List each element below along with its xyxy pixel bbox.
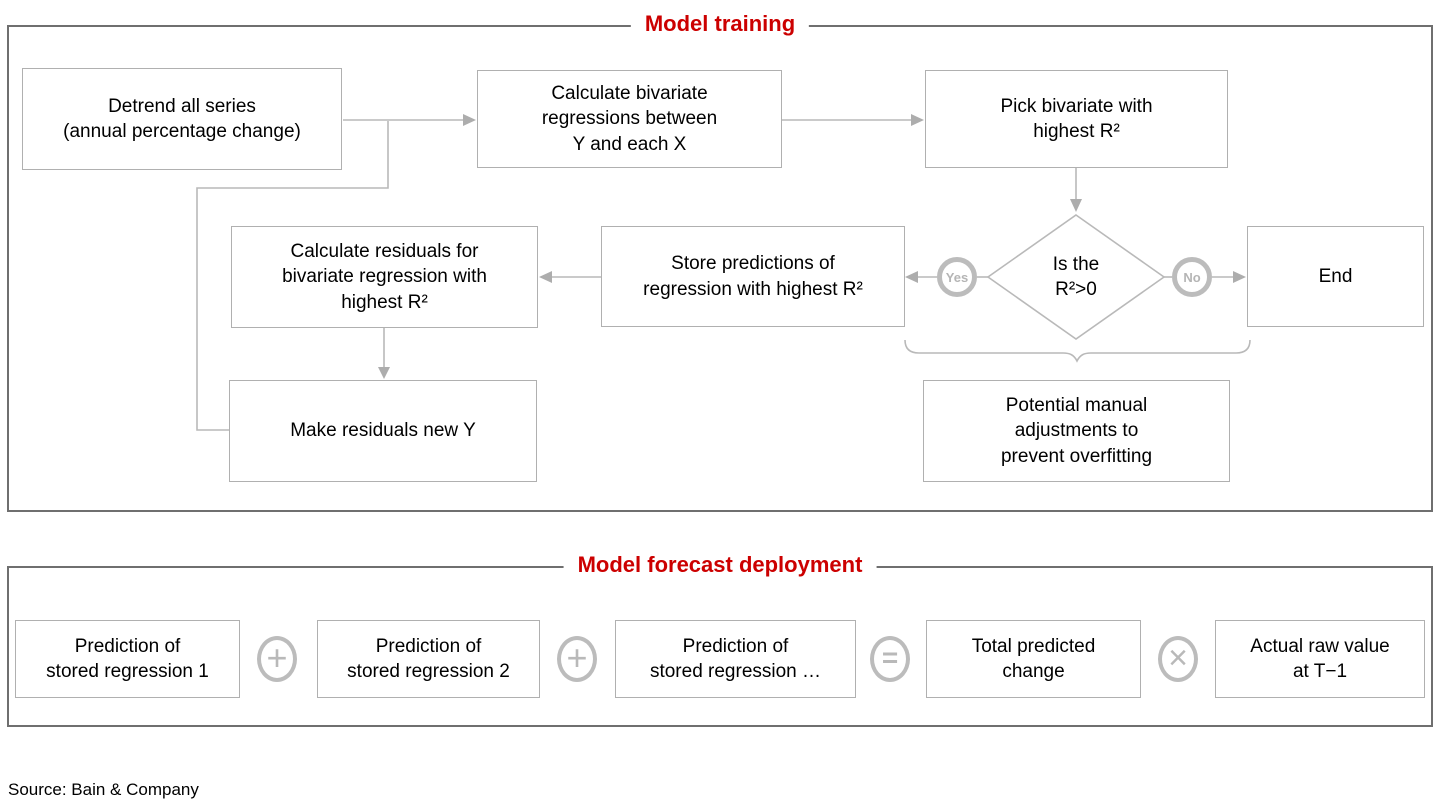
arrowhead-right-icon <box>463 114 476 126</box>
equals-icon: = <box>870 636 910 682</box>
node-actual-raw-value-label: Actual raw value at T−1 <box>1250 635 1390 682</box>
no-badge: No <box>1172 257 1212 297</box>
loop-back-line <box>196 121 389 431</box>
node-store-predictions-label: Store predictions of regression with hig… <box>643 253 863 300</box>
decision-diamond-label: Is the R²>0 <box>1052 253 1100 300</box>
connectors <box>196 119 1251 431</box>
multiply-icon-glyph: × <box>1168 638 1188 677</box>
arrowhead-right-icon <box>1233 271 1246 283</box>
node-prediction-1-label: Prediction of stored regression 1 <box>46 635 209 682</box>
curly-brace <box>904 339 1251 363</box>
node-prediction-2: Prediction of stored regression 2 <box>317 620 540 698</box>
plus-icon: + <box>557 636 597 682</box>
node-pick-bivariate: Pick bivariate with highest R² <box>925 70 1228 168</box>
node-calc-bivariate-label: Calculate bivariate regressions between … <box>541 83 718 155</box>
node-calc-bivariate: Calculate bivariate regressions between … <box>477 70 782 168</box>
node-manual-adjustments-label: Potential manual adjustments to prevent … <box>1000 395 1153 467</box>
node-total-predicted-change: Total predicted change <box>926 620 1141 698</box>
plus-icon: + <box>257 636 297 682</box>
node-detrend-series-label: Detrend all series (annual percentage ch… <box>63 95 301 142</box>
node-total-predicted-change-label: Total predicted change <box>971 635 1096 682</box>
yes-badge-label: Yes <box>945 269 969 285</box>
arrowhead-down-icon <box>1070 199 1082 212</box>
node-make-residuals-label: Make residuals new Y <box>290 420 476 442</box>
decision-diamond-label-wrap: Is the R²>0 <box>1006 247 1146 307</box>
node-prediction-n-label: Prediction of stored regression … <box>649 635 822 682</box>
node-actual-raw-value: Actual raw value at T−1 <box>1215 620 1425 698</box>
arrowheads <box>378 114 1246 379</box>
source-note: Source: Bain & Company <box>8 780 199 799</box>
multiply-icon: × <box>1158 636 1198 682</box>
arrowhead-right-icon <box>911 114 924 126</box>
node-pick-bivariate-label: Pick bivariate with highest R² <box>1000 95 1153 142</box>
node-calc-residuals-label: Calculate residuals for bivariate regres… <box>282 241 487 313</box>
decision-diamond <box>986 214 1166 340</box>
node-prediction-2-label: Prediction of stored regression 2 <box>347 635 510 682</box>
arrowhead-left-icon <box>539 271 552 283</box>
equals-icon-glyph: = <box>881 642 899 673</box>
model-deployment-title: Model forecast deployment <box>563 552 877 578</box>
yes-badge: Yes <box>937 257 977 297</box>
node-prediction-1: Prediction of stored regression 1 <box>15 620 240 698</box>
node-detrend-series: Detrend all series (annual percentage ch… <box>22 68 342 170</box>
model-training-title: Model training <box>630 11 810 37</box>
node-store-predictions: Store predictions of regression with hig… <box>601 226 905 327</box>
node-prediction-n: Prediction of stored regression … <box>615 620 856 698</box>
node-make-residuals: Make residuals new Y <box>229 380 537 482</box>
node-end-label: End <box>1318 265 1353 287</box>
node-calc-residuals: Calculate residuals for bivariate regres… <box>231 226 538 328</box>
node-manual-adjustments: Potential manual adjustments to prevent … <box>923 380 1230 482</box>
plus-icon-glyph: + <box>266 636 288 678</box>
arrowhead-left-icon <box>905 271 918 283</box>
node-end: End <box>1247 226 1424 327</box>
no-badge-label: No <box>1183 269 1201 285</box>
plus-icon-glyph: + <box>566 636 588 678</box>
arrowhead-down-icon <box>378 367 390 379</box>
